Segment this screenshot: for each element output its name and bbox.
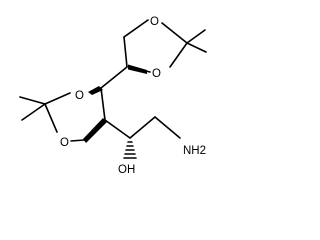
bond [21, 103, 46, 121]
bond [70, 139, 85, 142]
atom-label-oh: OH [118, 164, 135, 176]
wedge-bond [88, 86, 103, 95]
atom-label-nh2: NH2 [183, 145, 206, 157]
bond [123, 36, 128, 68]
atom-label-o: O [60, 137, 69, 149]
hashed-wedge-bond [123, 141, 137, 159]
bond [19, 96, 46, 105]
bond [186, 42, 207, 53]
atom-label-o: O [152, 68, 161, 80]
bond [154, 116, 181, 139]
bond [44, 92, 71, 105]
bond [169, 42, 188, 68]
bond [186, 29, 206, 44]
bond [161, 22, 188, 44]
bond [123, 19, 149, 38]
bond [100, 66, 128, 89]
wedge-bond [83, 118, 107, 143]
bond [44, 103, 58, 133]
bond [100, 87, 106, 121]
bond [104, 119, 131, 139]
structure-diagram: O O O O NH2 OH [19, 16, 207, 176]
bond [129, 116, 156, 139]
wedge-bond [128, 64, 147, 74]
atom-label-o: O [150, 16, 159, 28]
atom-label-o: O [75, 90, 84, 102]
